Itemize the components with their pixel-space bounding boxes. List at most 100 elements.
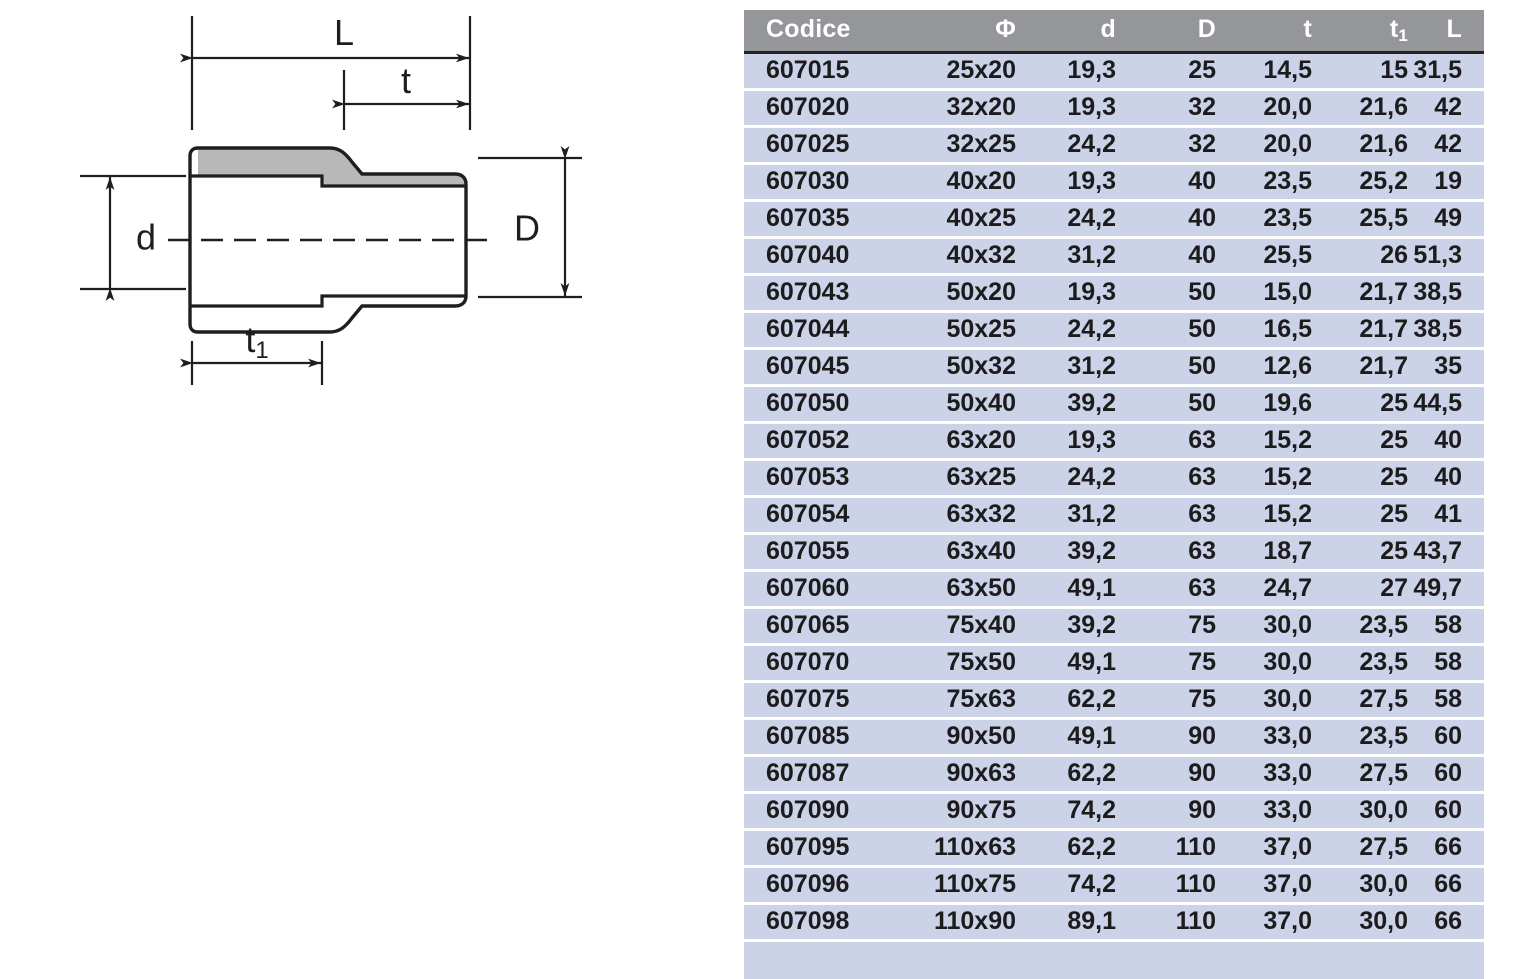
cell-d: 31,2 (1016, 349, 1116, 386)
cell-codice: 607015 (744, 53, 894, 90)
cell-D: 50 (1116, 349, 1216, 386)
t1-subscript: 1 (255, 337, 268, 364)
dimension-label-t1: t1 (245, 319, 268, 364)
filler-cell (744, 941, 894, 979)
cell-D: 40 (1116, 201, 1216, 238)
cell-phi: 90x50 (894, 719, 1016, 756)
cell-codice: 607095 (744, 830, 894, 867)
cell-L: 19 (1408, 164, 1484, 201)
cell-D: 90 (1116, 756, 1216, 793)
cell-L: 58 (1408, 682, 1484, 719)
t1-base: t (245, 319, 255, 360)
cell-t1: 25 (1312, 460, 1408, 497)
cell-t: 15,0 (1216, 275, 1312, 312)
column-header-phi[interactable]: Φ (894, 10, 1016, 53)
cell-t1: 23,5 (1312, 719, 1408, 756)
cell-t: 12,6 (1216, 349, 1312, 386)
cell-D: 50 (1116, 386, 1216, 423)
cell-D: 110 (1116, 830, 1216, 867)
cell-t1: 27,5 (1312, 756, 1408, 793)
cell-phi: 110x90 (894, 904, 1016, 941)
cell-d: 39,2 (1016, 534, 1116, 571)
cell-t: 15,2 (1216, 423, 1312, 460)
cell-d: 24,2 (1016, 460, 1116, 497)
cell-phi: 40x25 (894, 201, 1016, 238)
cell-L: 44,5 (1408, 386, 1484, 423)
dimension-t1: t1 (192, 319, 322, 385)
cell-L: 66 (1408, 830, 1484, 867)
cell-t1: 21,7 (1312, 275, 1408, 312)
column-header-d[interactable]: d (1016, 10, 1116, 53)
cell-phi: 75x50 (894, 645, 1016, 682)
cell-L: 58 (1408, 645, 1484, 682)
cell-d: 89,1 (1016, 904, 1116, 941)
cell-codice: 607053 (744, 460, 894, 497)
cell-d: 49,1 (1016, 719, 1116, 756)
cell-codice: 607054 (744, 497, 894, 534)
cell-phi: 110x63 (894, 830, 1016, 867)
cell-D: 63 (1116, 460, 1216, 497)
cell-t1: 21,7 (1312, 349, 1408, 386)
cell-codice: 607045 (744, 349, 894, 386)
cell-L: 49,7 (1408, 571, 1484, 608)
cell-t1: 23,5 (1312, 645, 1408, 682)
cell-phi: 40x32 (894, 238, 1016, 275)
cell-phi: 32x25 (894, 127, 1016, 164)
column-header-t1[interactable]: t1 (1312, 10, 1408, 53)
cell-t1: 30,0 (1312, 793, 1408, 830)
column-header-L[interactable]: L (1408, 10, 1484, 53)
filler-cell (1016, 941, 1116, 979)
cell-D: 63 (1116, 571, 1216, 608)
cell-codice: 607070 (744, 645, 894, 682)
cell-phi: 90x75 (894, 793, 1016, 830)
cell-D: 63 (1116, 423, 1216, 460)
dimension-label-d: d (136, 217, 156, 258)
cell-t: 30,0 (1216, 645, 1312, 682)
cell-d: 19,3 (1016, 53, 1116, 90)
cell-D: 75 (1116, 645, 1216, 682)
cell-t1: 15 (1312, 53, 1408, 90)
cell-D: 90 (1116, 719, 1216, 756)
dimension-D: D (478, 158, 582, 297)
cell-D: 40 (1116, 164, 1216, 201)
cell-phi: 50x40 (894, 386, 1016, 423)
column-header-codice[interactable]: Codice (744, 10, 894, 53)
cell-D: 110 (1116, 867, 1216, 904)
cell-t: 30,0 (1216, 608, 1312, 645)
dimension-label-t: t (401, 60, 411, 101)
cell-phi: 50x32 (894, 349, 1016, 386)
cell-L: 42 (1408, 90, 1484, 127)
column-header-t[interactable]: t (1216, 10, 1312, 53)
cell-t: 37,0 (1216, 830, 1312, 867)
part-outline (168, 148, 496, 332)
cell-t1: 21,6 (1312, 127, 1408, 164)
cell-t: 15,2 (1216, 460, 1312, 497)
column-header-D[interactable]: D (1116, 10, 1216, 53)
cell-d: 39,2 (1016, 386, 1116, 423)
